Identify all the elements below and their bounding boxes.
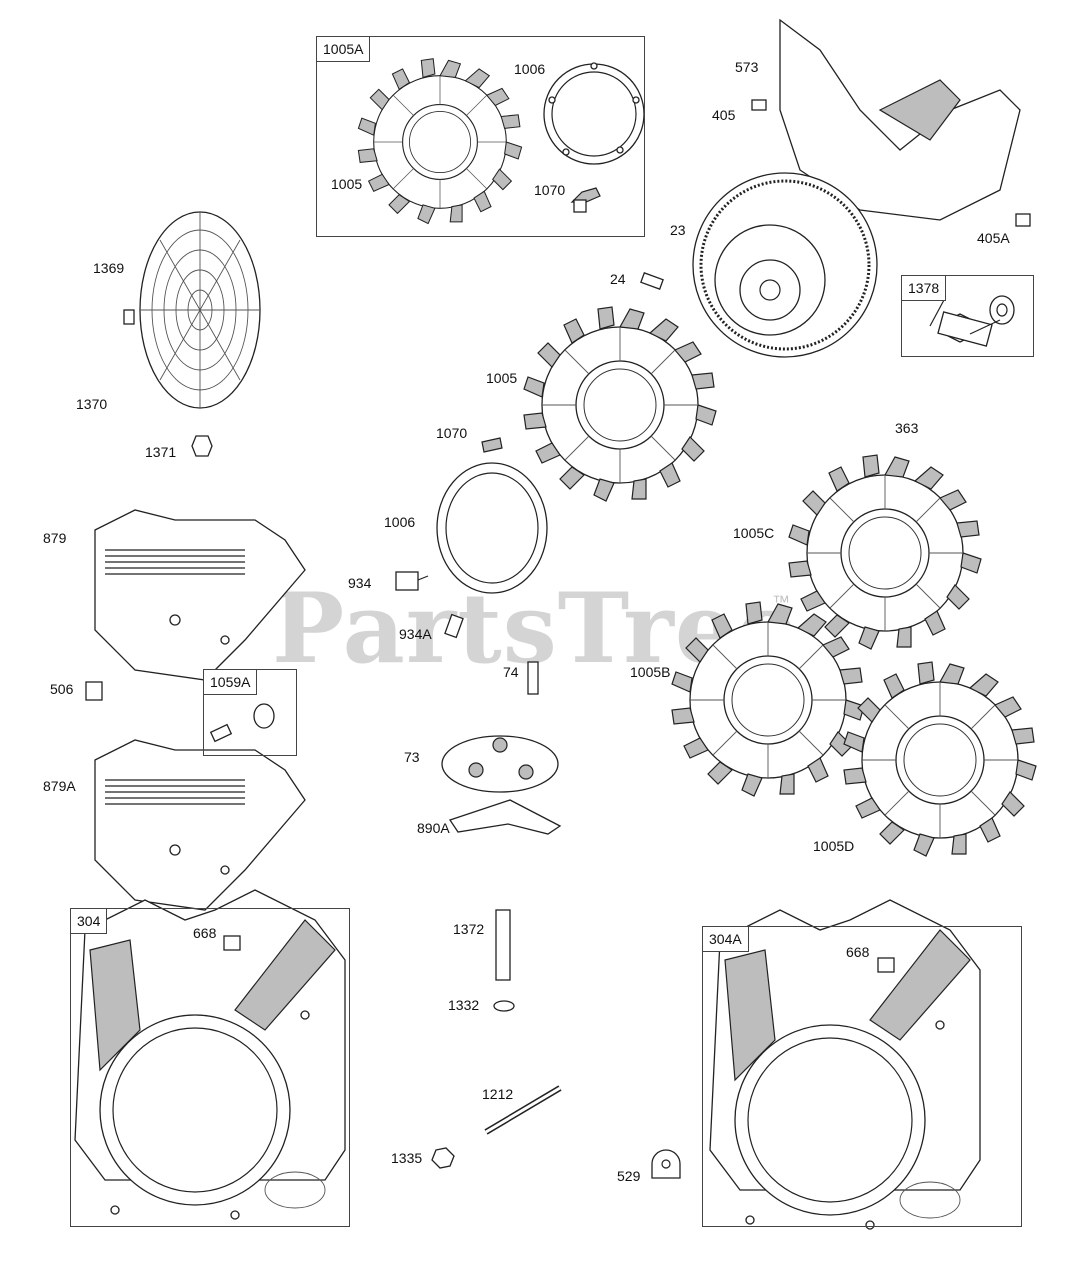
callout-405: 405: [712, 107, 736, 123]
callout-1370: 1370: [76, 396, 108, 412]
callout-1006-mid: 1006: [384, 514, 416, 530]
group-label-304: 304: [71, 909, 108, 934]
callout-879A: 879A: [43, 778, 76, 794]
callout-1371: 1371: [145, 444, 177, 460]
callout-890A: 890A: [417, 820, 450, 836]
callout-668-left: 668: [193, 925, 217, 941]
callout-73: 73: [404, 749, 420, 765]
callout-74: 74: [503, 664, 519, 680]
callout-1372: 1372: [453, 921, 485, 937]
group-box-1005A: 1005A: [316, 36, 645, 237]
callout-1005C: 1005C: [733, 525, 775, 541]
callout-1070-mid: 1070: [436, 425, 468, 441]
callout-934A: 934A: [399, 626, 432, 642]
callout-1212: 1212: [482, 1086, 514, 1102]
callout-879: 879: [43, 530, 67, 546]
callout-24: 24: [610, 271, 626, 287]
callout-1369: 1369: [93, 260, 125, 276]
callout-1332: 1332: [448, 997, 480, 1013]
group-box-1059A: 1059A: [203, 669, 297, 756]
callout-529: 529: [617, 1168, 641, 1184]
callout-668-right: 668: [846, 944, 870, 960]
callout-934: 934: [348, 575, 372, 591]
callout-1070-top: 1070: [534, 182, 566, 198]
callout-405A: 405A: [977, 230, 1010, 246]
group-box-304: 304: [70, 908, 350, 1227]
callout-573: 573: [735, 59, 759, 75]
callout-1005D: 1005D: [813, 838, 855, 854]
group-label-1378: 1378: [902, 276, 947, 301]
group-box-1378: 1378: [901, 275, 1034, 357]
callout-1006-top: 1006: [514, 61, 546, 77]
callout-23: 23: [670, 222, 686, 238]
callout-506: 506: [50, 681, 74, 697]
group-label-1059A: 1059A: [204, 670, 258, 695]
callout-1335: 1335: [391, 1150, 423, 1166]
callout-1005-top: 1005: [331, 176, 363, 192]
callout-1005-mid: 1005: [486, 370, 518, 386]
group-label-304A: 304A: [703, 927, 749, 952]
group-label-1005A: 1005A: [317, 37, 371, 62]
callout-363: 363: [895, 420, 919, 436]
group-box-304A: 304A: [702, 926, 1022, 1227]
callout-1005B: 1005B: [630, 664, 671, 680]
